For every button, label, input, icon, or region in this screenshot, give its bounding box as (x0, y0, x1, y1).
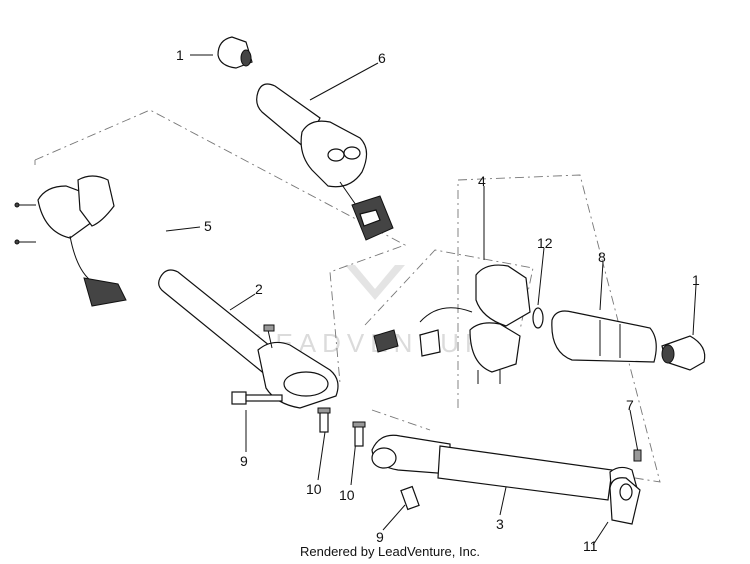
right-grip (551, 310, 657, 363)
pointer-lines (165, 54, 697, 546)
callout-label: 5 (204, 218, 212, 234)
clamp-bolt-left (231, 391, 283, 405)
callout-label: 8 (598, 249, 606, 265)
callout-label: 9 (376, 529, 384, 545)
clamp-bolt-right (400, 485, 420, 511)
callout-labels: 1 6 5 4 12 8 1 2 9 10 10 7 3 9 11 (176, 47, 700, 554)
throttle-housing-assembly (14, 175, 127, 307)
throttle-end-fitting (609, 477, 641, 525)
callout-label: 9 (240, 453, 248, 469)
callout-label: 3 (496, 516, 504, 532)
assembly-outline-left (34, 109, 407, 384)
render-credit: Rendered by LeadVenture, Inc. (300, 544, 480, 559)
callout-label: 10 (339, 487, 355, 503)
right-handlebar (371, 434, 639, 501)
right-switch-housing (373, 264, 531, 384)
callout-label: 7 (626, 397, 634, 413)
left-grip-assembly (256, 83, 394, 241)
callout-label: 11 (583, 538, 598, 554)
set-screw (633, 449, 642, 462)
callout-label: 6 (378, 50, 386, 66)
callout-label: 2 (255, 281, 263, 297)
bar-end-weight-right (661, 335, 706, 371)
callout-label: 1 (692, 272, 700, 288)
bar-end-weight-top (217, 36, 253, 69)
small-screw-left (317, 407, 331, 433)
callout-label: 1 (176, 47, 184, 63)
o-ring (532, 307, 544, 329)
callout-label: 12 (537, 235, 553, 251)
small-screw-right (352, 421, 366, 447)
callout-label: 4 (478, 173, 486, 189)
callout-label: 10 (306, 481, 322, 497)
